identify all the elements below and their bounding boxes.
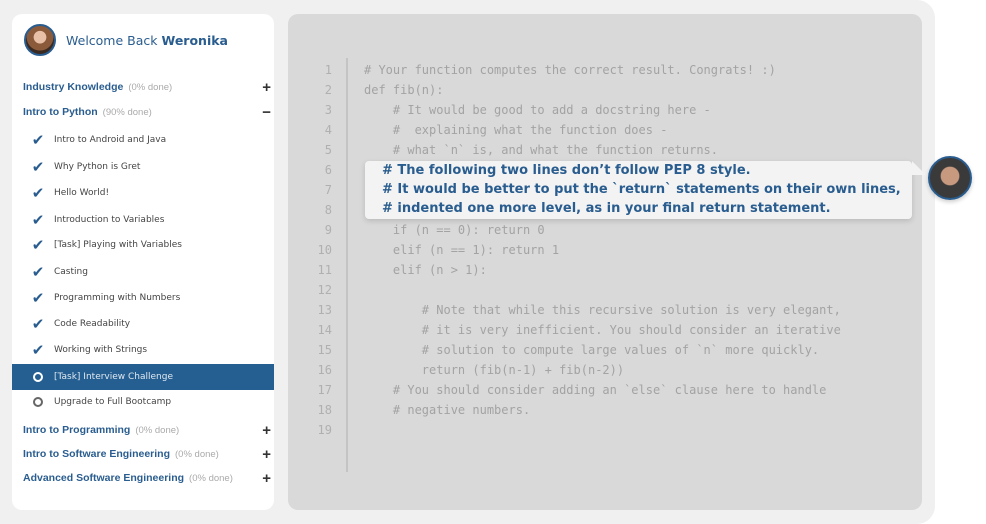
line-number: 1 (324, 63, 332, 77)
lesson-item[interactable]: ✔ Why Python is Gret (12, 154, 274, 180)
section-progress: (90% done) (102, 106, 152, 118)
code-line: return (fib(n-1) + fib(n-2)) (364, 363, 625, 377)
section-progress: (0% done) (135, 424, 180, 436)
line-number: 4 (324, 123, 332, 137)
code-line: # It would be good to add a docstring he… (364, 103, 711, 117)
section-title: Intro to Python (23, 106, 98, 118)
lesson-item[interactable]: ✔ Programming with Numbers (12, 285, 274, 311)
section-title: Intro to Programming (23, 424, 131, 436)
collapse-icon[interactable]: − (262, 103, 271, 121)
code-line: # Note that while this recursive solutio… (364, 303, 841, 317)
lesson-item[interactable]: ✔ Casting (12, 259, 274, 285)
welcome-prefix: Welcome Back (66, 32, 158, 48)
checkmark-icon: ✔ (31, 236, 45, 254)
code-line: # explaining what the function does - (364, 123, 668, 137)
lesson-label: [Task] Interview Challenge (54, 372, 174, 382)
line-number: 11 (317, 263, 332, 277)
checkmark-icon: ✔ (31, 315, 45, 333)
section-4[interactable]: Advanced Software Engineering (0% done) + (23, 468, 271, 488)
lesson-item[interactable]: ✔ Working with Strings (12, 337, 274, 363)
lesson-label: Introduction to Variables (54, 215, 165, 225)
code-line: # solution to compute large values of `n… (364, 343, 820, 357)
checkmark-icon: ✔ (31, 289, 45, 307)
lesson-label: Intro to Android and Java (54, 135, 167, 145)
expand-icon[interactable]: + (262, 421, 271, 439)
code-panel: 1 # Your function computes the correct re… (288, 14, 922, 510)
code-line: elif (n > 1): (364, 263, 487, 277)
section-2[interactable]: Intro to Programming (0% done) + (23, 420, 271, 440)
welcome-text: Welcome Back Weronika (66, 33, 228, 48)
lesson-label: Working with Strings (54, 345, 148, 355)
line-number: 18 (317, 403, 332, 417)
lesson-label: Upgrade to Full Bootcamp (54, 397, 172, 407)
line-number: 17 (317, 383, 332, 397)
lesson-item[interactable]: Upgrade to Full Bootcamp (12, 389, 274, 415)
comment-line: # indented one more level, as in your fi… (382, 201, 831, 216)
checkmark-icon: ✔ (31, 158, 45, 176)
line-number: 3 (324, 103, 332, 117)
expand-icon[interactable]: + (262, 78, 271, 96)
code-line: elif (n == 1): return 1 (364, 243, 560, 257)
section-title: Intro to Software Engineering (23, 448, 171, 460)
expand-icon[interactable]: + (262, 445, 271, 463)
code-line: # Your function computes the correct res… (364, 63, 776, 77)
reviewer-avatar[interactable] (928, 156, 972, 200)
lesson-item[interactable]: ✔ Hello World! (12, 180, 274, 206)
line-number: 12 (317, 283, 332, 297)
section-title: Industry Knowledge (23, 81, 124, 93)
lesson-item[interactable]: ✔ Code Readability (12, 311, 274, 337)
code-line: def fib(n): (364, 83, 444, 97)
lesson-label: Hello World! (54, 188, 110, 198)
line-number: 5 (324, 143, 332, 157)
lesson-item[interactable]: [Task] Interview Challenge (12, 364, 274, 390)
lesson-item[interactable]: ✔ Intro to Android and Java (12, 127, 274, 153)
code-line: # negative numbers. (364, 403, 531, 417)
checkmark-icon: ✔ (31, 184, 45, 202)
circle-icon (28, 368, 48, 386)
lesson-item[interactable]: ✔ Introduction to Variables (12, 207, 274, 233)
user-avatar[interactable] (24, 24, 56, 56)
circle-icon (28, 393, 48, 411)
line-number: 7 (324, 183, 332, 197)
line-number: 19 (317, 423, 332, 437)
sidebar: Welcome Back Weronika Industry Knowledge… (12, 14, 274, 510)
review-comment: # The following two lines don’t follow P… (365, 161, 926, 219)
welcome-header: Welcome Back Weronika (24, 24, 228, 56)
section-progress: (0% done) (128, 81, 173, 93)
lesson-label: Casting (54, 267, 88, 277)
checkmark-icon: ✔ (31, 341, 45, 359)
comment-line: # It would be better to put the `return`… (382, 182, 901, 197)
code-line: if (n == 0): return 0 (364, 223, 545, 237)
line-number: 13 (317, 303, 332, 317)
section-0[interactable]: Industry Knowledge (0% done) + (23, 77, 271, 97)
section-progress: (0% done) (189, 472, 233, 484)
checkmark-icon: ✔ (31, 263, 45, 281)
line-number: 10 (317, 243, 332, 257)
line-number: 9 (324, 223, 332, 237)
section-title: Advanced Software Engineering (23, 472, 185, 484)
comment-line: # The following two lines don’t follow P… (382, 163, 751, 178)
gutter-line (346, 58, 348, 472)
line-number: 14 (317, 323, 332, 337)
line-number: 16 (317, 363, 332, 377)
line-number: 6 (324, 163, 332, 177)
user-name: Weronika (161, 32, 228, 48)
lesson-label: Why Python is Gret (54, 162, 141, 172)
code-line: # it is very inefficient. You should con… (364, 323, 841, 337)
code-line: # what `n` is, and what the function ret… (364, 143, 719, 157)
checkmark-icon: ✔ (31, 131, 45, 149)
checkmark-icon: ✔ (31, 211, 45, 229)
line-number: 15 (317, 343, 332, 357)
code-line: # You should consider adding an `else` c… (364, 383, 827, 397)
lesson-label: [Task] Playing with Variables (54, 240, 182, 250)
lesson-item[interactable]: ✔ [Task] Playing with Variables (12, 232, 274, 258)
lesson-label: Code Readability (54, 319, 131, 329)
section-progress: (0% done) (175, 448, 219, 460)
section-1[interactable]: Intro to Python (90% done) − (23, 102, 271, 122)
lesson-label: Programming with Numbers (54, 293, 181, 303)
expand-icon[interactable]: + (262, 469, 271, 487)
line-number: 2 (324, 83, 332, 97)
line-number: 8 (324, 203, 332, 217)
section-3[interactable]: Intro to Software Engineering (0% done) + (23, 444, 271, 464)
